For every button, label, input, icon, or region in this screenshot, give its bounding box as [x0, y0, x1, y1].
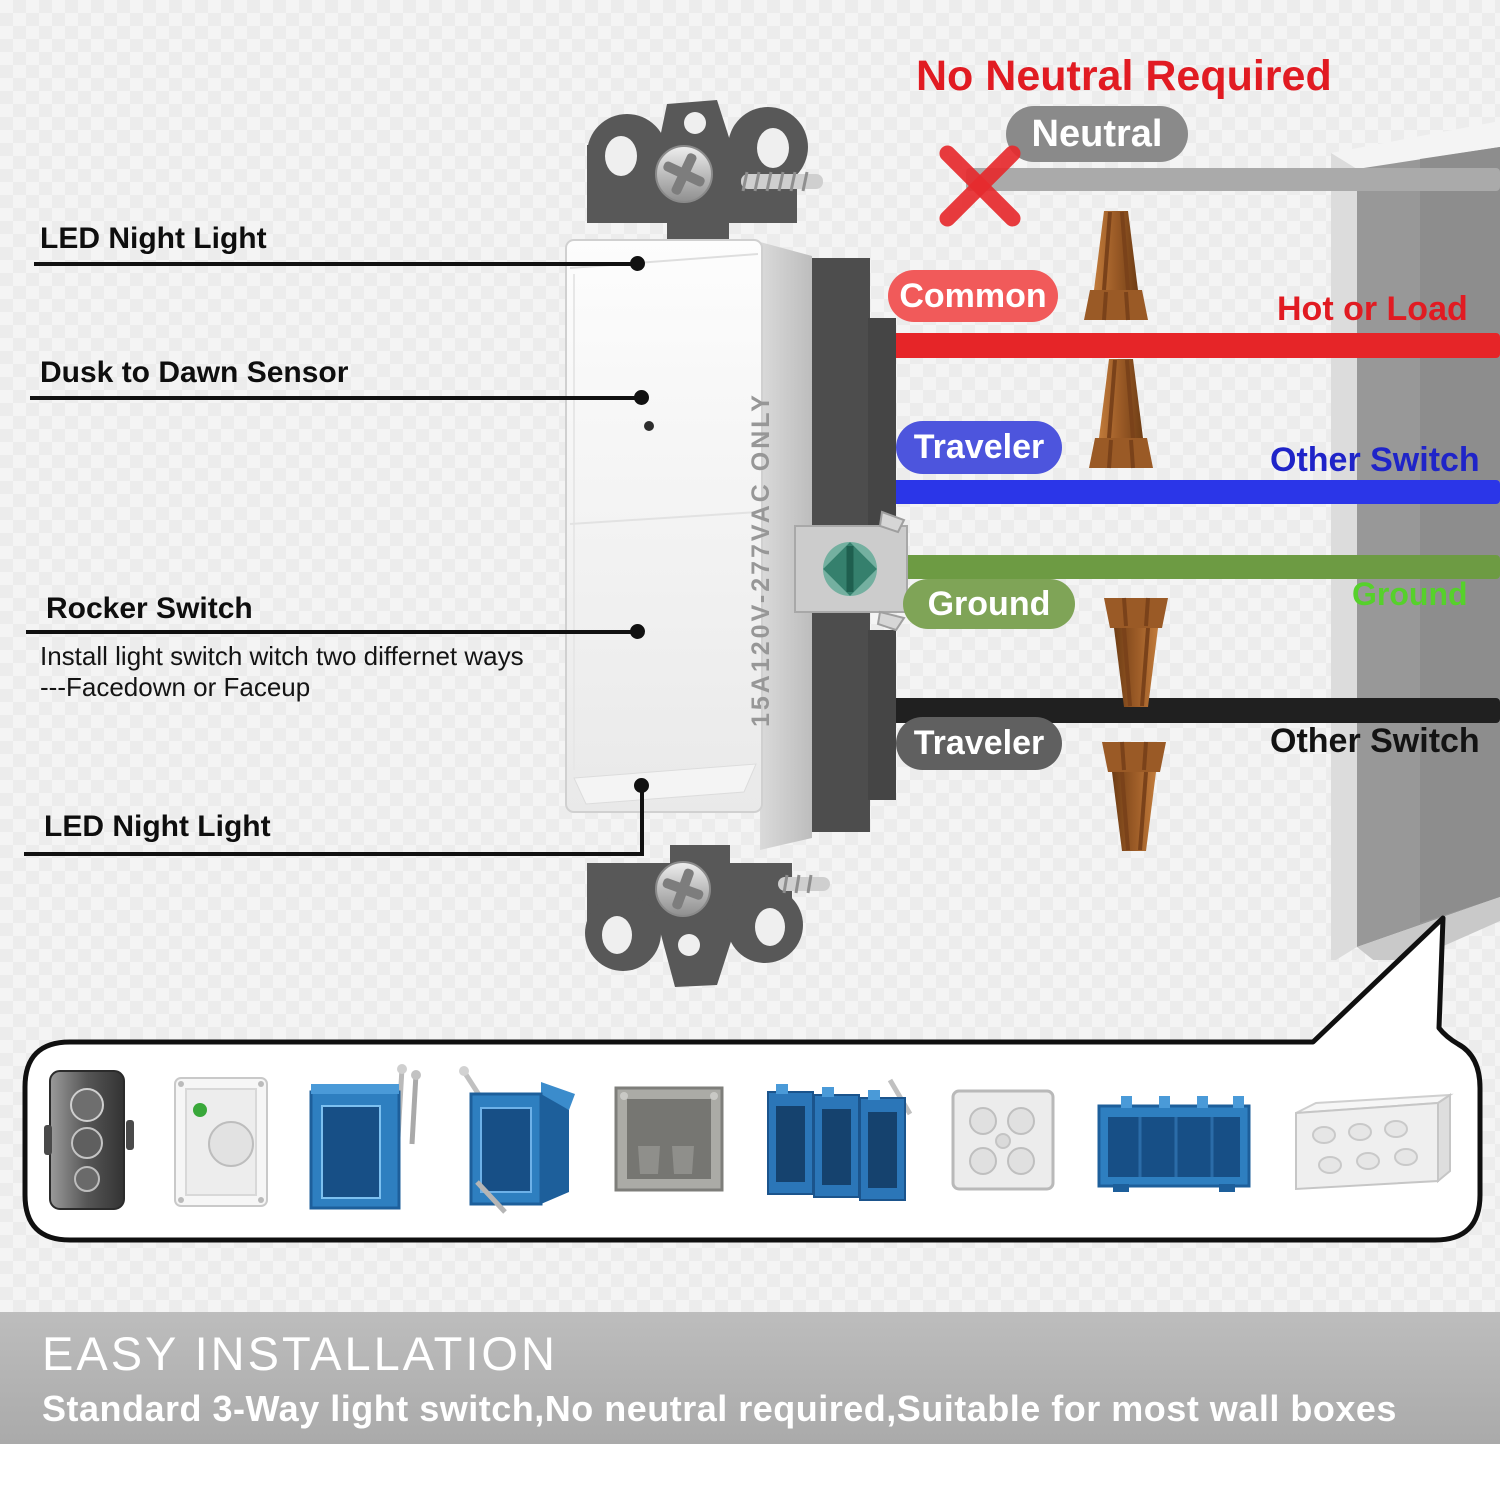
switch-side-edge: [760, 242, 812, 850]
callout-rocker-sub1: Install light switch witch two differnet…: [40, 641, 524, 671]
callout-line-vertical: [640, 784, 644, 854]
callout-rocker-switch: Rocker Switch: [46, 592, 253, 625]
switch-rating-marking: 15A120V-277VAC ONLY: [747, 392, 775, 728]
ground-wire: [898, 555, 1500, 579]
neutral-label-pill: Neutral: [1006, 106, 1188, 162]
ground-right-label: Ground: [1352, 576, 1468, 612]
traveler-top-label-pill: Traveler: [896, 421, 1062, 474]
callout-line: [30, 396, 642, 400]
common-label-pill: Common: [888, 270, 1058, 322]
callout-led-night-light-bottom: LED Night Light: [44, 810, 271, 843]
wall-box-top-rim: [1331, 121, 1500, 169]
traveler-wire-top: [870, 480, 1500, 504]
diagram-title: No Neutral Required: [916, 52, 1332, 100]
mounting-screw-side-bottom: [778, 877, 830, 891]
metal-square-knockout-box: [951, 1089, 1055, 1191]
dark-metal-1gang-box: [44, 1070, 134, 1210]
rocker-paddle[interactable]: [565, 239, 763, 813]
other-switch-label-top: Other Switch: [1270, 441, 1480, 479]
switch-top-mounting-strap: [587, 100, 823, 262]
callout-dot: [630, 624, 645, 639]
no-neutral-x-icon: [934, 140, 1026, 232]
banner-subheading: Standard 3-Way light switch,No neutral r…: [42, 1388, 1397, 1429]
easy-installation-banner: EASY INSTALLATION Standard 3-Way light s…: [0, 1312, 1500, 1444]
other-switch-label-bottom: Other Switch: [1270, 722, 1480, 760]
switch-bottom-mounting-strap: [585, 845, 830, 987]
neutral-wire: [966, 168, 1500, 191]
callout-rocker-sub2: ---Facedown or Faceup: [40, 672, 311, 702]
wire-nut-common: [1084, 211, 1148, 321]
wire-nut-ground: [1104, 597, 1168, 707]
dusk-to-dawn-sensor-hole: [644, 421, 654, 431]
wire-nut-traveler-top: [1089, 359, 1153, 469]
callout-dot: [630, 256, 645, 271]
blue-plastic-2gang-bracket-box: [458, 1066, 575, 1214]
white-metal-outdoor-box: [173, 1076, 268, 1207]
hot-or-load-label: Hot or Load: [1277, 290, 1468, 328]
banner-heading: EASY INSTALLATION: [42, 1327, 558, 1380]
blue-plastic-4gang-box: [1097, 1096, 1250, 1192]
wire-nut-traveler-bottom: [1102, 741, 1166, 851]
callout-line: [24, 852, 644, 856]
callout-line: [34, 262, 640, 266]
blue-plastic-3gang-box: [766, 1078, 912, 1201]
callout-dusk-to-dawn-sensor: Dusk to Dawn Sensor: [40, 356, 349, 389]
callout-led-night-light-top: LED Night Light: [40, 222, 267, 255]
gray-2gang-old-work-box: [614, 1086, 724, 1192]
common-hot-wire: [852, 333, 1500, 358]
wall-box: [1331, 121, 1500, 960]
blue-plastic-1gang-nail-on-box: [309, 1064, 421, 1210]
callout-dot: [634, 390, 649, 405]
wall-box-interior-shade: [1420, 147, 1500, 923]
ground-label-pill: Ground: [903, 579, 1075, 629]
rocker-switch: [565, 239, 908, 850]
traveler-bottom-label-pill: Traveler: [896, 717, 1062, 770]
wall-box-gallery: [42, 1056, 1456, 1224]
metal-long-knockout-box: [1295, 1093, 1454, 1191]
callout-dot: [634, 778, 649, 793]
callout-line: [26, 630, 638, 634]
